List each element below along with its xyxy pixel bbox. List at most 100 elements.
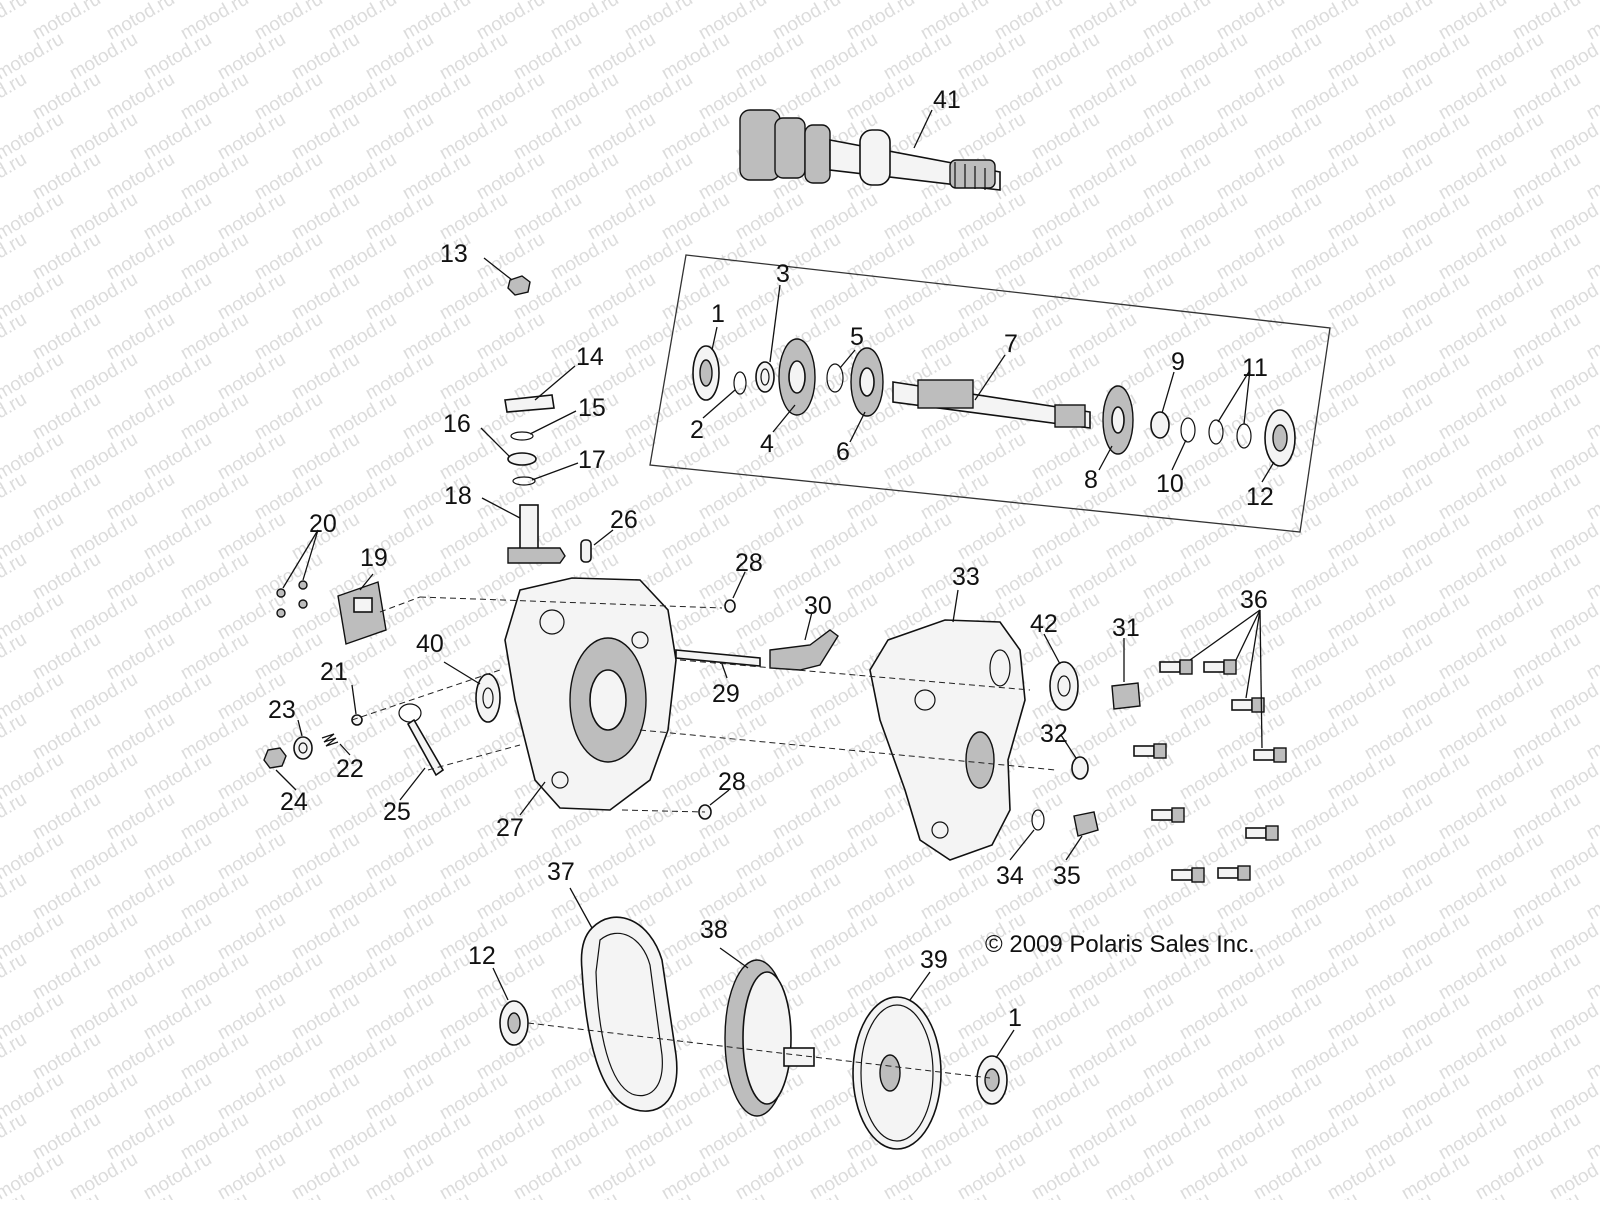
watermark-text: motod.ru xyxy=(1324,109,1399,165)
watermark-text: motod.ru xyxy=(1213,1029,1288,1085)
callout-33: 33 xyxy=(952,563,980,591)
watermark-text: motod.ru xyxy=(214,1149,289,1200)
watermark-text: motod.ru xyxy=(103,869,178,925)
callout-38: 38 xyxy=(700,916,728,944)
watermark-text: motod.ru xyxy=(140,909,215,965)
watermark-text: motod.ru xyxy=(1324,989,1399,1045)
watermark-text: motod.ru xyxy=(1250,509,1325,565)
watermark-text: motod.ru xyxy=(251,1109,326,1165)
part-5-washer xyxy=(826,363,844,393)
part-12-bearing-lower xyxy=(499,1000,529,1046)
watermark-text: motod.ru xyxy=(251,629,326,685)
watermark-text: motod.ru xyxy=(584,829,659,885)
watermark-text: motod.ru xyxy=(0,1029,30,1085)
watermark-text: motod.ru xyxy=(769,1109,844,1165)
watermark-text: motod.ru xyxy=(0,1149,67,1200)
watermark-text: motod.ru xyxy=(1028,269,1103,325)
watermark-text: motod.ru xyxy=(1065,549,1140,605)
watermark-text: motod.ru xyxy=(1287,1029,1362,1085)
watermark-text: motod.ru xyxy=(214,429,289,485)
watermark-text: motod.ru xyxy=(1435,1029,1510,1085)
callout-1-lower: 1 xyxy=(1008,1004,1022,1032)
watermark-text: motod.ru xyxy=(436,29,511,85)
watermark-text: motod.ru xyxy=(1287,709,1362,765)
watermark-text: motod.ru xyxy=(658,1149,733,1200)
watermark-text: motod.ru xyxy=(769,69,844,125)
watermark-text: motod.ru xyxy=(806,829,881,885)
watermark-text: motod.ru xyxy=(1250,109,1325,165)
watermark-text: motod.ru xyxy=(1435,549,1510,605)
watermark-text: motod.ru xyxy=(1102,829,1177,885)
watermark-text: motod.ru xyxy=(1435,1109,1510,1165)
watermark-text: motod.ru xyxy=(288,349,363,405)
watermark-text: motod.ru xyxy=(103,149,178,205)
watermark-text: motod.ru xyxy=(954,1149,1029,1200)
part-38-sprocket xyxy=(724,959,815,1117)
watermark-text: motod.ru xyxy=(806,909,881,965)
watermark-text: motod.ru xyxy=(1213,629,1288,685)
watermark-text: motod.ru xyxy=(954,429,1029,485)
watermark-text: motod.ru xyxy=(954,509,1029,565)
watermark-text: motod.ru xyxy=(103,1189,178,1200)
watermark-text: motod.ru xyxy=(1472,29,1547,85)
part-13-nut xyxy=(507,275,531,296)
watermark-text: motod.ru xyxy=(954,29,1029,85)
callout-10: 10 xyxy=(1156,470,1184,498)
watermark-text: motod.ru xyxy=(1065,1189,1140,1200)
watermark-text: motod.ru xyxy=(362,909,437,965)
part-18-shift-drum xyxy=(507,504,566,564)
watermark-text: motod.ru xyxy=(1324,829,1399,885)
watermark-text: motod.ru xyxy=(1176,429,1251,485)
watermark-text: motod.ru xyxy=(1250,1069,1325,1125)
watermark-text: motod.ru xyxy=(1398,589,1473,645)
watermark-text: motod.ru xyxy=(362,29,437,85)
watermark-text: motod.ru xyxy=(66,749,141,805)
watermark-text: motod.ru xyxy=(214,189,289,245)
watermark-text: motod.ru xyxy=(103,389,178,445)
watermark-text: motod.ru xyxy=(1509,549,1584,605)
watermark-text: motod.ru xyxy=(1398,109,1473,165)
watermark-text: motod.ru xyxy=(1028,509,1103,565)
watermark-text: motod.ru xyxy=(1509,69,1584,125)
watermark-text: motod.ru xyxy=(1102,1069,1177,1125)
watermark-text: motod.ru xyxy=(177,389,252,445)
leader-lines xyxy=(275,109,1275,1059)
callout-6: 6 xyxy=(836,438,850,466)
watermark-text: motod.ru xyxy=(103,469,178,525)
watermark-text: motod.ru xyxy=(103,229,178,285)
watermark-text: motod.ru xyxy=(1509,869,1584,925)
callout-21: 21 xyxy=(320,658,348,686)
watermark-text: motod.ru xyxy=(1102,509,1177,565)
callout-30: 30 xyxy=(804,592,832,620)
watermark-text: motod.ru xyxy=(362,989,437,1045)
watermark-text: motod.ru xyxy=(1065,149,1140,205)
watermark-text: motod.ru xyxy=(362,1149,437,1200)
watermark-text: motod.ru xyxy=(1398,29,1473,85)
watermark-text: motod.ru xyxy=(1250,989,1325,1045)
watermark-text: motod.ru xyxy=(1176,1149,1251,1200)
watermark-text: motod.ru xyxy=(769,1189,844,1200)
watermark-text: motod.ru xyxy=(1250,29,1325,85)
callout-12-lower: 12 xyxy=(468,942,496,970)
watermark-text: motod.ru xyxy=(214,829,289,885)
callout-31: 31 xyxy=(1112,614,1140,642)
watermark-text: motod.ru xyxy=(732,29,807,85)
shaft-kit-frame xyxy=(649,254,1331,533)
watermark-text: motod.ru xyxy=(880,189,955,245)
watermark-text: motod.ru xyxy=(806,189,881,245)
watermark-text: motod.ru xyxy=(1435,389,1510,445)
callout-28-upper: 28 xyxy=(735,549,763,577)
watermark-text: motod.ru xyxy=(1287,629,1362,685)
watermark-text: motod.ru xyxy=(362,109,437,165)
watermark-text: motod.ru xyxy=(1435,309,1510,365)
part-19-sensor xyxy=(337,581,387,645)
watermark-text: motod.ru xyxy=(1398,909,1473,965)
watermark-text: motod.ru xyxy=(1398,1149,1473,1200)
callout-28-lower: 28 xyxy=(718,768,746,796)
watermark-text: motod.ru xyxy=(917,309,992,365)
watermark-text: motod.ru xyxy=(843,949,918,1005)
callout-42: 42 xyxy=(1030,610,1058,638)
watermark-text: motod.ru xyxy=(880,429,955,485)
watermark-text: motod.ru xyxy=(1028,29,1103,85)
